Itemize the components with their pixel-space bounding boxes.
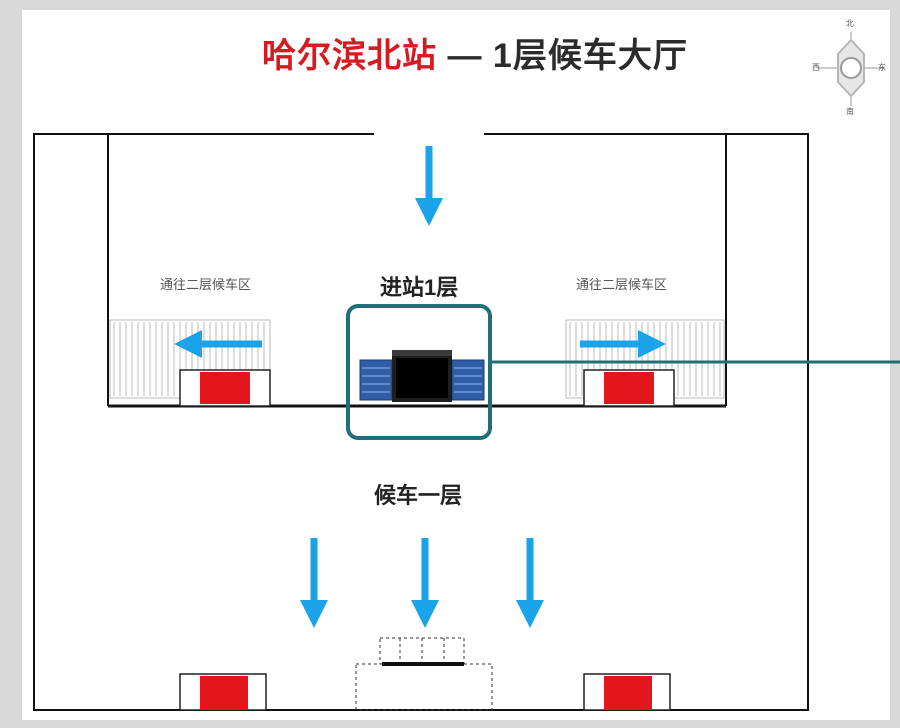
bottom-left-gate	[179, 673, 267, 711]
compass-west: 西	[812, 63, 820, 72]
left-upper-gate	[200, 372, 250, 404]
map-title: 哈尔滨北站 — 1层候车大厅	[262, 28, 688, 77]
compass-rose: 北 东 南 西	[812, 18, 890, 116]
bottom-right-gate	[583, 673, 671, 711]
compass-north: 北	[846, 19, 854, 28]
title-separator: —	[447, 37, 483, 75]
flow-arrows	[174, 146, 666, 628]
label-left-upstairs: 通往二层候车区	[160, 277, 252, 292]
compass-south: 南	[846, 107, 854, 116]
scanner-highlight-box	[346, 304, 492, 440]
label-entrance: 进站1层	[380, 275, 459, 300]
label-right-upstairs: 通往二层候车区	[576, 277, 668, 292]
bottom-center-exit	[355, 637, 493, 711]
security-scanner	[359, 350, 485, 402]
outer-walls	[33, 133, 809, 711]
right-upper-gate	[604, 372, 654, 404]
left-staircase	[109, 319, 271, 407]
floor-name: 1层候车大厅	[492, 37, 688, 75]
station-name: 哈尔滨北站	[262, 37, 437, 75]
compass-east: 东	[878, 63, 886, 72]
label-hall: 候车一层	[374, 483, 463, 508]
compass-icon	[818, 32, 884, 106]
